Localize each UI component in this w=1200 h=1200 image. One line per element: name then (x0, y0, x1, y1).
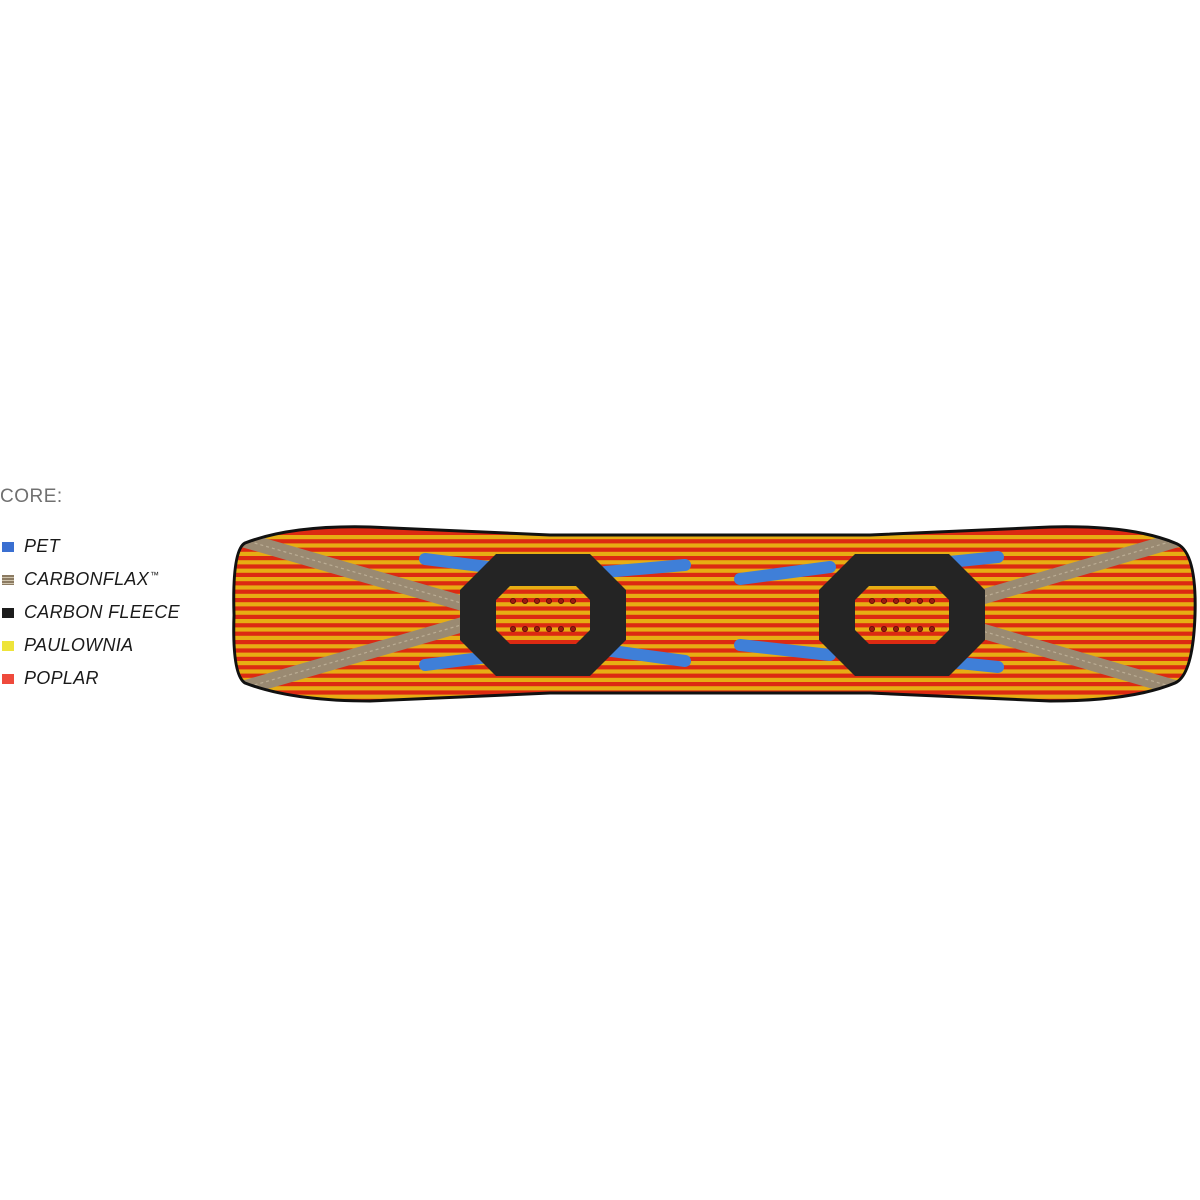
insert-hole (881, 598, 888, 605)
snowboard-core-diagram (220, 505, 1200, 720)
insert-hole (569, 626, 576, 633)
core-legend: CORE: PET CARBONFLAX™ CARBON FLEECE PAUL… (0, 486, 215, 695)
insert-hole (905, 598, 912, 605)
paulownia-stripe (233, 568, 1196, 573)
paulownia-stripe (233, 644, 1196, 649)
insert-hole (569, 598, 576, 605)
legend-label-carbonflax: CARBONFLAX™ (24, 569, 159, 590)
pet-rod (734, 639, 836, 661)
paulownia-stripe (233, 602, 1196, 607)
carbon-fleece-pads (460, 554, 985, 676)
insert-hole (893, 598, 900, 605)
insert-hole (521, 598, 528, 605)
insert-hole (917, 626, 924, 633)
insert-hole (509, 626, 516, 633)
legend-label-carbon-fleece: CARBON FLEECE (24, 602, 180, 622)
carbonflax-swatch-icon (2, 574, 14, 585)
paulownia-stripe (233, 686, 1196, 691)
carbonflax-texture (954, 622, 1196, 696)
poplar-swatch-icon (2, 673, 14, 684)
carbonflax-texture (233, 622, 469, 696)
pet-rod (599, 644, 691, 667)
insert-hole (917, 598, 924, 605)
insert-hole (929, 626, 936, 633)
paulownia-stripe (233, 560, 1196, 565)
snowboard-core-svg (232, 525, 1197, 703)
paulownia-stripe (233, 535, 1196, 540)
legend-item-paulownia: PAULOWNIA (0, 629, 215, 662)
legend-label-paulownia: PAULOWNIA (24, 635, 134, 655)
carbonflax-text: CARBONFLAX (24, 569, 150, 589)
paulownia-stripe (233, 577, 1196, 582)
paulownia-stripe (233, 635, 1196, 640)
pet-swatch-icon (2, 541, 14, 552)
legend-item-carbon-fleece: CARBON FLEECE (0, 596, 215, 629)
legend-label-poplar: POPLAR (24, 668, 99, 688)
paulownia-swatch-icon (2, 640, 14, 651)
paulownia-stripe (233, 551, 1196, 556)
legend-item-poplar: POPLAR (0, 662, 215, 695)
paulownia-stripe (233, 652, 1196, 657)
paulownia-stripe (233, 585, 1196, 590)
insert-hole (533, 598, 540, 605)
insert-hole (521, 626, 528, 633)
carbon-fleece-pad (819, 554, 985, 676)
insert-hole (557, 598, 564, 605)
insert-hole (533, 626, 540, 633)
carbonflax-strips (233, 526, 1196, 701)
insert-hole (869, 626, 876, 633)
paulownia-stripe (233, 677, 1196, 682)
legend-item-pet: PET (0, 530, 215, 563)
trademark-mark: ™ (150, 570, 160, 580)
paulownia-stripe (233, 543, 1196, 548)
paulownia-stripe (233, 694, 1196, 699)
binding-inserts (509, 598, 936, 633)
paulownia-stripe (233, 593, 1196, 598)
insert-hole (557, 626, 564, 633)
carbonflax-texture (233, 532, 469, 606)
carbonflax-texture (954, 532, 1196, 606)
paulownia-stripes (233, 535, 1196, 699)
board-outline (232, 525, 1197, 703)
paulownia-stripe (233, 619, 1196, 624)
legend-label-pet: PET (24, 536, 60, 556)
insert-hole (929, 598, 936, 605)
pet-rod (599, 559, 691, 578)
paulownia-stripe (233, 669, 1196, 674)
carbon-fleece-pad (460, 554, 626, 676)
paulownia-stripe (233, 610, 1196, 615)
insert-hole (905, 626, 912, 633)
legend-item-carbonflax: CARBONFLAX™ (0, 563, 215, 596)
insert-hole (881, 626, 888, 633)
insert-hole (869, 598, 876, 605)
board-core-fill (233, 526, 1196, 701)
insert-hole (893, 626, 900, 633)
carbon-fleece-swatch-icon (2, 607, 14, 618)
paulownia-stripe (233, 661, 1196, 666)
insert-hole (509, 598, 516, 605)
pet-rod (734, 561, 836, 585)
insert-hole (545, 598, 552, 605)
insert-hole (545, 626, 552, 633)
legend-title: CORE: (0, 486, 63, 507)
paulownia-stripe (233, 627, 1196, 632)
